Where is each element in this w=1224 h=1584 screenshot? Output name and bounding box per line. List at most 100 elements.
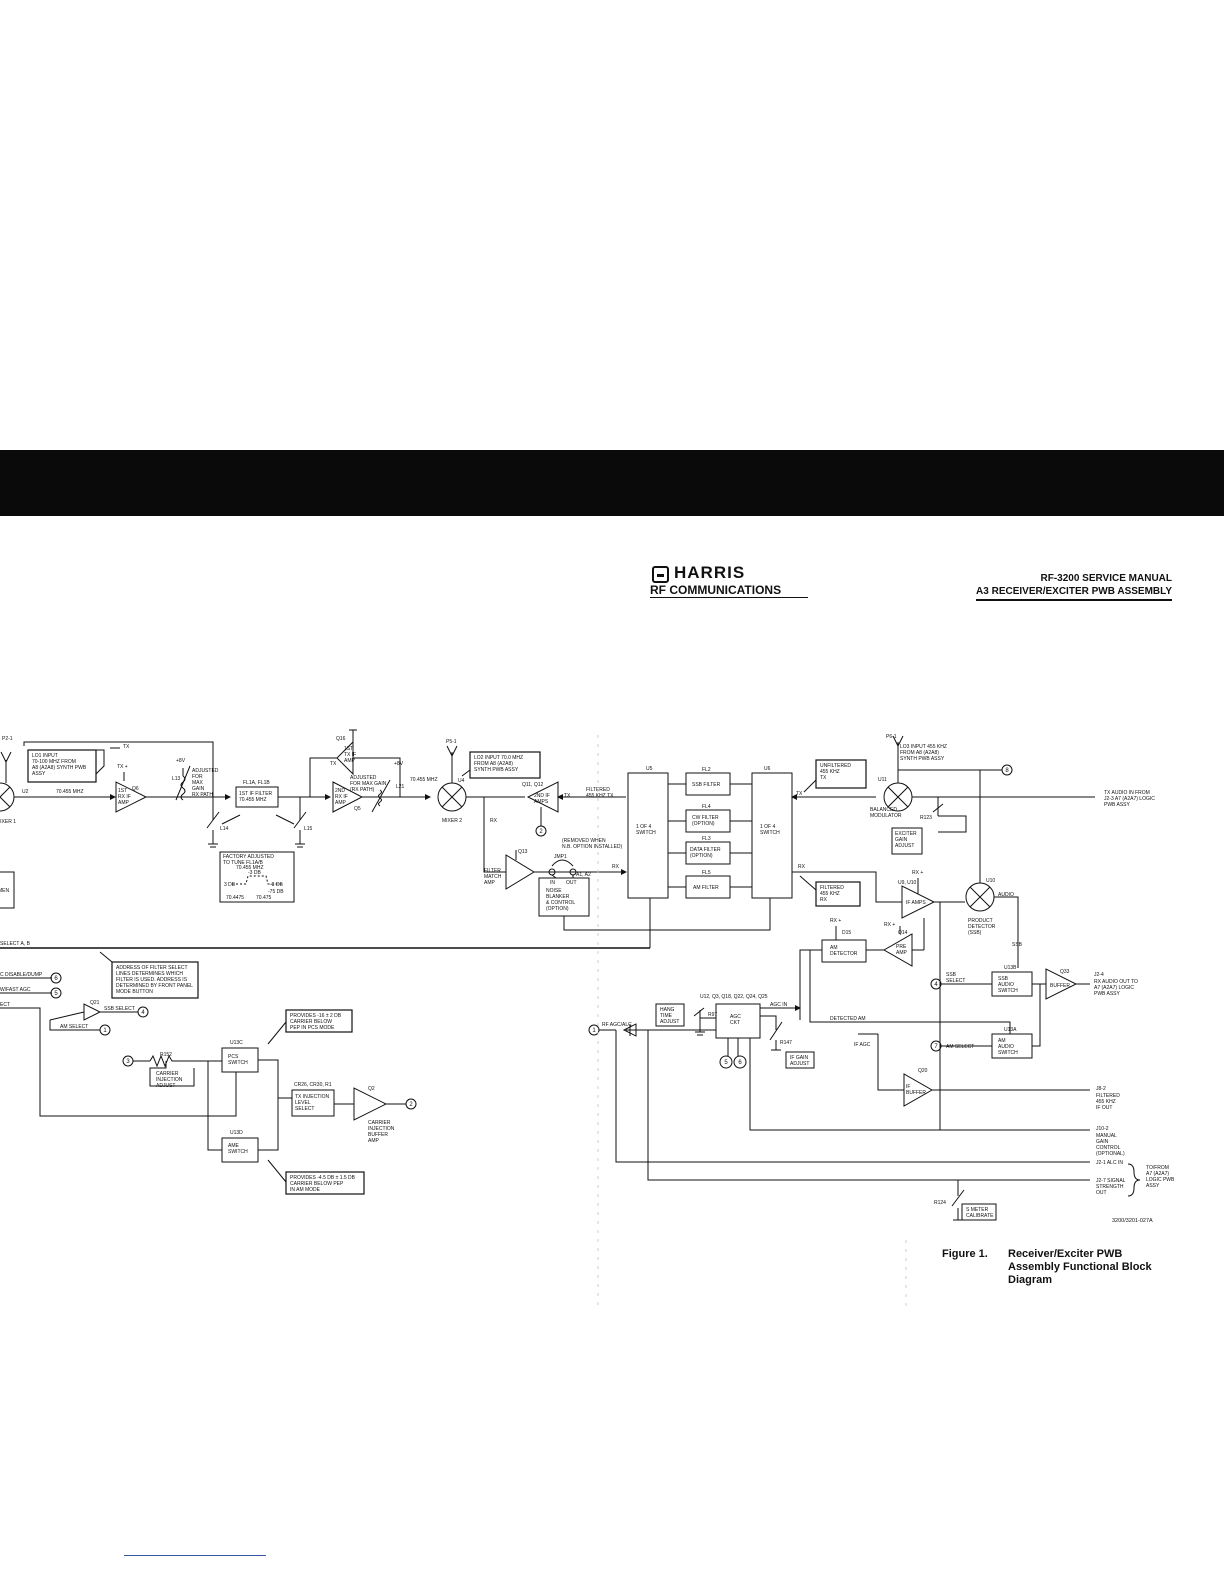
j24-label: J2-4	[1094, 972, 1104, 978]
tx-u6-label: TX	[796, 791, 803, 797]
u13b-label: U13B	[1004, 965, 1017, 971]
footnote-line	[124, 1555, 266, 1556]
q2-label: Q2	[368, 1086, 375, 1092]
db-m75-label: -75 DB	[268, 889, 284, 895]
p61-label: P6-1	[886, 734, 897, 740]
figure-number: Figure 1.	[942, 1248, 988, 1260]
mixer2-label: MIXER 2	[442, 818, 462, 824]
fast-agc-label: W/FAST AGC	[0, 987, 31, 993]
address-note-box	[111, 961, 199, 999]
plus8v-label: +8V	[176, 758, 186, 764]
am-detector-box	[821, 939, 867, 963]
jmp1-label: JMP1	[554, 854, 567, 860]
r97-label: R97	[708, 1012, 717, 1018]
u13d-label: U13D	[230, 1130, 243, 1136]
ssb-lbl-label: SSB	[1012, 942, 1023, 948]
j82-label: J8-2	[1096, 1086, 1106, 1092]
if-gain-box	[785, 1051, 815, 1069]
ect-label: ECT	[0, 1002, 10, 1008]
factory-adjust-box	[219, 851, 295, 903]
audio-label: AUDIO	[998, 892, 1014, 898]
lo1-box	[27, 749, 97, 783]
tag-n6: 6	[54, 976, 58, 982]
cw-filter-label: CW FILTER(OPTION)	[692, 815, 719, 827]
header-black-bar	[0, 450, 1224, 516]
r147-label: R147	[780, 1040, 792, 1046]
a1a2-label: A1, A2	[576, 872, 591, 878]
f70455-label: 70.455 MHZ	[236, 865, 264, 871]
amp1-triangle	[115, 781, 148, 813]
switch2-box	[751, 772, 793, 899]
hang-time-box	[655, 1003, 685, 1027]
carrier-buffer-triangle	[353, 1087, 388, 1121]
mixer1-symbol	[0, 782, 15, 812]
figure-title: Receiver/Exciter PWB Assembly Functional…	[1008, 1248, 1152, 1286]
q33-label: Q33	[1060, 969, 1070, 975]
q5-label: Q5	[354, 806, 361, 812]
u13c-label: U13C	[230, 1040, 243, 1046]
tag-n2-b: 2	[409, 1102, 413, 1108]
buffer-triangle	[1045, 968, 1078, 1000]
tag-n6-b: 6	[738, 1060, 742, 1066]
detected-am-label: DETECTED AM	[830, 1016, 866, 1022]
rx-plus-label: RX +	[912, 870, 923, 876]
u4-label: U4	[458, 778, 465, 784]
q21-label: Q21	[90, 1000, 100, 1006]
amp2-triangle	[332, 781, 364, 813]
f70475-label: 70.475	[256, 895, 272, 901]
l14-label: L14	[220, 826, 229, 832]
freq1-label: 70.455 MHZ	[56, 789, 84, 795]
j21-label: J2-1 ALC IN	[1096, 1160, 1123, 1166]
ame-note-box	[285, 1171, 365, 1195]
plus8v2-label: +8V	[394, 761, 404, 767]
l21-label: L21	[396, 784, 405, 790]
tag-n1-b: 1	[592, 1028, 596, 1034]
u2-label: U2	[22, 789, 29, 795]
tag-n5: 5	[54, 991, 58, 997]
out-label: OUT	[566, 880, 577, 886]
r124-label: R124	[934, 1200, 946, 1206]
tag-n4-a: 4	[141, 1010, 145, 1016]
db3-label: 3 DB	[224, 882, 236, 888]
fl2-label: FL2	[702, 767, 711, 773]
select-ab-label: SELECT A, B	[0, 941, 31, 947]
data-filter-label: DATA FILTER(OPTION)	[690, 847, 721, 859]
u11-label: U11	[878, 777, 887, 783]
tag-n3: 3	[126, 1059, 130, 1065]
rx-plus3-label: RX +	[884, 922, 895, 928]
tx-mid-label: TX	[330, 761, 337, 767]
manual-title: RF-3200 SERVICE MANUAL	[1040, 573, 1172, 584]
u5-label: U5	[646, 766, 653, 772]
in-label: IN	[550, 880, 555, 886]
unfiltered-box	[815, 759, 867, 789]
rf-agc-label: RF AGC/ALC	[602, 1022, 632, 1028]
left-partial-label: MEN	[0, 888, 10, 894]
am-select-r-label: AM SELECT	[946, 1044, 974, 1050]
tx-injection-box	[291, 1089, 335, 1117]
p21-label: P2-1	[2, 736, 13, 742]
